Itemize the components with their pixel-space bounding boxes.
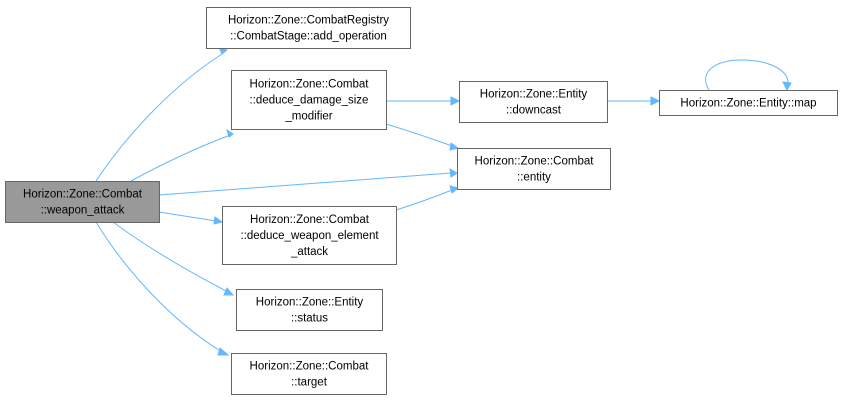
node-label-line: Horizon::Zone::Entity: [256, 297, 364, 309]
edge-weapon_attack-to-target: [95, 221, 230, 356]
edge-line: [385, 123, 453, 147]
edge-arrowhead: [449, 168, 458, 178]
edge-map-to-map: [705, 59, 792, 92]
node-box[interactable]: [459, 81, 608, 123]
edge-deduce_weapon_element_attack-to-entity: [395, 185, 460, 211]
edge-arrowhead: [217, 347, 230, 356]
edge-line: [158, 211, 217, 222]
edge-downcast-to-map: [606, 96, 661, 106]
node-deduce_weapon_element_attack[interactable]: Horizon::Zone::Combat::deduce_weapon_ele…: [222, 206, 397, 265]
nodes-layer: Horizon::Zone::Combat::weapon_attackHori…: [5, 7, 838, 395]
node-label-line: _attack: [290, 246, 328, 258]
node-label-line: Horizon::Zone::Combat: [475, 156, 595, 168]
edge-weapon_attack-to-deduce_weapon_element_attack: [158, 211, 224, 225]
node-target[interactable]: Horizon::Zone::Combat::target: [231, 353, 387, 395]
node-box[interactable]: [206, 7, 411, 49]
edge-arrowhead: [449, 185, 460, 194]
edge-weapon_attack-to-add_operation: [95, 46, 228, 182]
node-deduce_damage_size_modifier[interactable]: Horizon::Zone::Combat::deduce_damage_siz…: [231, 70, 387, 130]
node-box[interactable]: [659, 90, 838, 116]
edge-line: [95, 53, 223, 182]
node-label-line: ::target: [291, 377, 328, 389]
edge-arrowhead: [223, 287, 235, 296]
edge-deduce_damage_size_modifier-to-downcast: [385, 96, 461, 106]
node-label-line: Horizon::Zone::Combat: [23, 189, 143, 201]
edge-deduce_damage_size_modifier-to-entity: [385, 123, 460, 151]
node-box[interactable]: [236, 289, 383, 331]
node-weapon_attack[interactable]: Horizon::Zone::Combat::weapon_attack: [5, 181, 160, 223]
node-box[interactable]: [231, 353, 387, 395]
edge-line: [112, 221, 229, 293]
edges-layer: [95, 46, 792, 356]
edge-arrowhead: [450, 96, 461, 106]
node-label-line: Horizon::Zone::Entity: [480, 89, 588, 101]
node-entity[interactable]: Horizon::Zone::Combat::entity: [457, 148, 611, 190]
edge-arrowhead: [650, 96, 661, 106]
edge-arrowhead: [226, 128, 234, 138]
node-label-line: Horizon::Zone::Combat: [250, 361, 370, 373]
edge-weapon_attack-to-entity: [158, 168, 458, 196]
node-label-line: Horizon::Zone::Combat: [250, 79, 370, 91]
node-label-line: _modifier: [284, 111, 332, 123]
node-label-line: ::downcast: [506, 105, 562, 117]
edge-arrowhead: [782, 81, 792, 92]
node-label-line: ::entity: [517, 172, 551, 184]
node-label-line: ::CombatStage::add_operation: [230, 31, 387, 43]
node-add_operation[interactable]: Horizon::Zone::CombatRegistry::CombatSta…: [206, 7, 411, 49]
node-label-line: ::status: [291, 313, 328, 325]
node-map[interactable]: Horizon::Zone::Entity::map: [659, 90, 838, 116]
edge-weapon_attack-to-status: [112, 221, 235, 296]
node-label-line: ::weapon_attack: [41, 205, 125, 217]
edge-weapon_attack-to-deduce_damage_size_modifier: [130, 128, 234, 182]
node-label-line: ::deduce_damage_size: [250, 95, 369, 107]
node-label-line: Horizon::Zone::Combat: [250, 214, 370, 226]
edge-line: [705, 59, 789, 91]
node-box[interactable]: [5, 181, 160, 223]
edge-line: [158, 172, 452, 196]
node-box[interactable]: [231, 70, 387, 130]
node-downcast[interactable]: Horizon::Zone::Entity::downcast: [459, 81, 608, 123]
edge-arrowhead: [213, 216, 224, 225]
edge-line: [130, 133, 234, 182]
node-box[interactable]: [457, 148, 611, 190]
edge-line: [95, 221, 223, 353]
node-label-line: ::deduce_weapon_element: [240, 230, 379, 242]
node-box[interactable]: [222, 206, 397, 265]
edge-line: [395, 189, 453, 211]
node-label-line: Horizon::Zone::CombatRegistry: [228, 15, 389, 27]
node-status[interactable]: Horizon::Zone::Entity::status: [236, 289, 383, 331]
edge-arrowhead: [449, 142, 460, 151]
node-label-line: Horizon::Zone::Entity::map: [680, 98, 816, 110]
